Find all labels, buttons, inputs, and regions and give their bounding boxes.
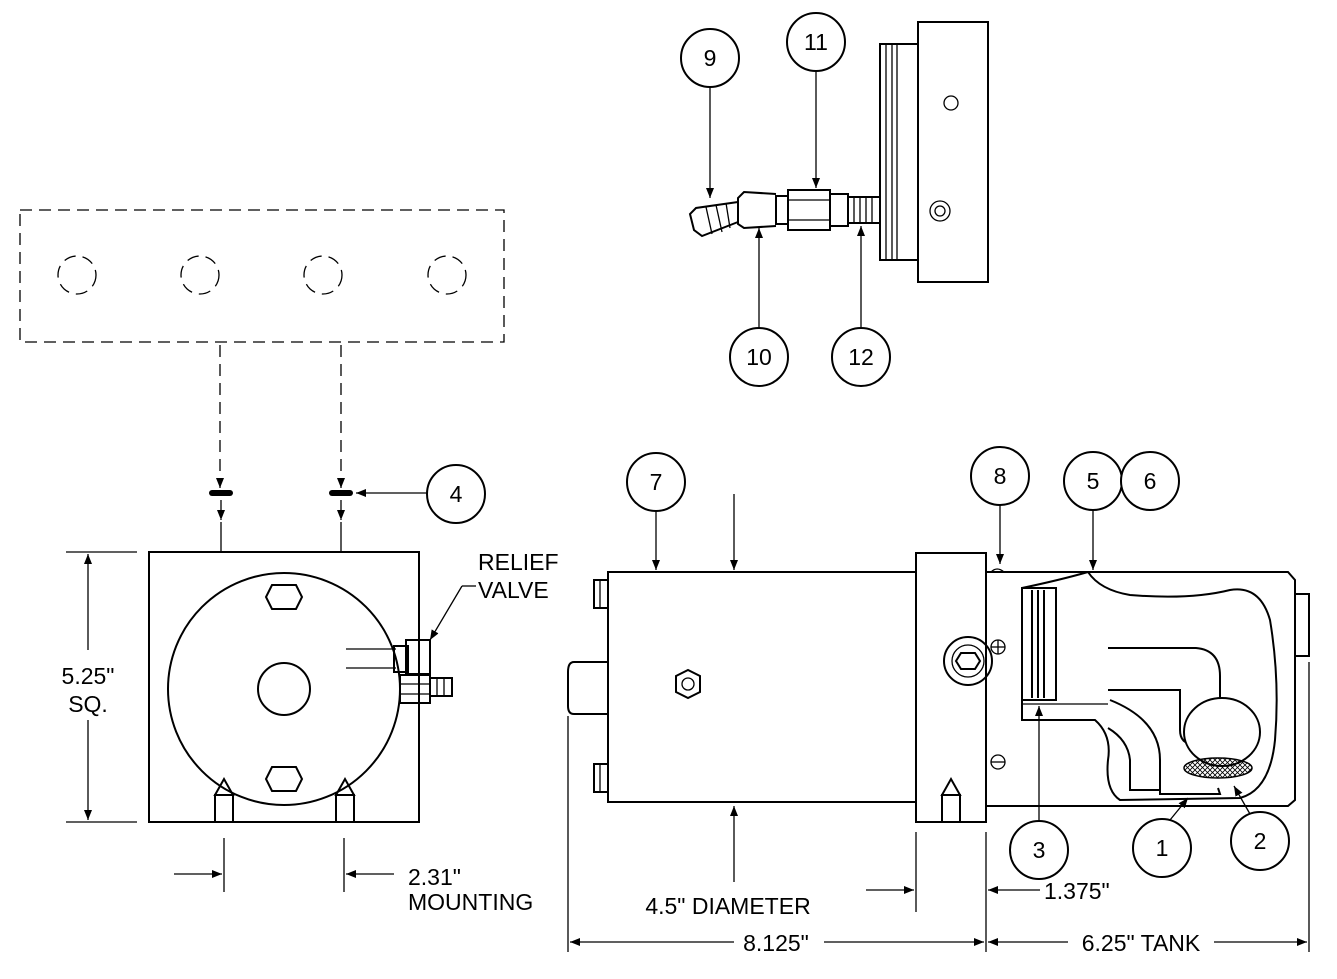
mounting-dimension-line2: MOUNTING (408, 889, 533, 915)
side-view: 7 4.5" DIAMETER 8 5 6 3 1 2 (567, 446, 1310, 956)
callout-10-label: 10 (746, 344, 772, 370)
callout-11-label: 11 (804, 29, 828, 55)
callout-9-label: 9 (704, 45, 717, 71)
callout-2 (1230, 811, 1290, 871)
mounting-dimension-line1: 2.31" (408, 864, 461, 890)
callout-4-label: 4 (450, 481, 463, 507)
flange-dimension: 1.375" (1044, 878, 1110, 904)
overall-length-dimension: 8.125" (743, 930, 809, 956)
tank-length-dimension: 6.25" TANK (1082, 930, 1201, 956)
callout-4 (426, 464, 486, 524)
diameter-dimension: 4.5" DIAMETER (645, 893, 810, 919)
callout-12-label: 12 (848, 344, 874, 370)
square-dimension-line1: 5.25" (62, 663, 115, 689)
callout-5-label: 5 (1087, 468, 1100, 494)
fitting-assembly-view: 9 11 10 12 (680, 12, 989, 387)
mounting-bracket-phantom (19, 209, 505, 343)
callout-8-label: 8 (994, 463, 1007, 489)
end-view: 4 RELIEF VALVE 5.25" S (19, 209, 559, 915)
square-dimension-line2: SQ. (68, 691, 108, 717)
relief-valve-label-line1: RELIEF (478, 549, 559, 575)
callout-6-label: 6 (1144, 468, 1157, 494)
relief-valve-label-line2: VALVE (478, 577, 549, 603)
callout-2-label: 2 (1254, 828, 1267, 854)
callout-6 (1120, 451, 1180, 511)
callout-3-label: 3 (1033, 837, 1046, 863)
callout-7-label: 7 (650, 469, 663, 495)
callout-1-label: 1 (1156, 835, 1169, 861)
callout-1 (1132, 818, 1192, 878)
